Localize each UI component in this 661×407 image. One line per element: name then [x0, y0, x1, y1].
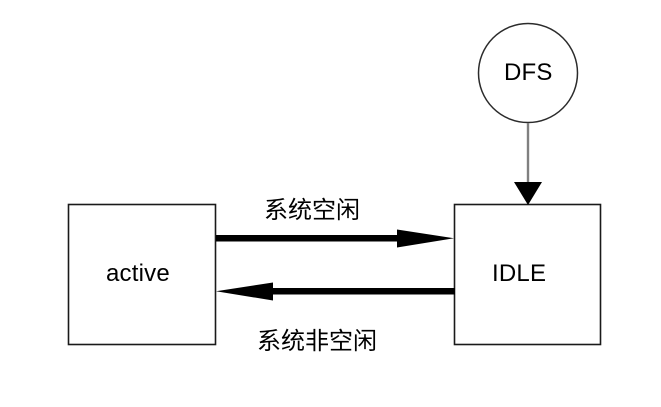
node-dfs-circle[interactable] [477, 22, 579, 124]
edge-idle-to-active-arrowhead [216, 282, 273, 301]
node-active-box[interactable] [67, 203, 217, 346]
node-dfs-label: DFS [504, 59, 553, 86]
edge-idle-to-active-line [269, 288, 455, 295]
node-idle-label: IDLE [492, 260, 547, 287]
node-idle-box[interactable] [453, 203, 602, 346]
edge-active-to-idle-arrowhead [397, 229, 454, 248]
edge-active-to-idle-label: 系统空闲 [264, 197, 360, 224]
edge-idle-to-active-label: 系统非空闲 [257, 328, 377, 355]
node-active-label: active [106, 260, 170, 287]
edge-dfs-to-idle-arrowhead [514, 182, 542, 205]
edge-active-to-idle-line [216, 235, 401, 242]
